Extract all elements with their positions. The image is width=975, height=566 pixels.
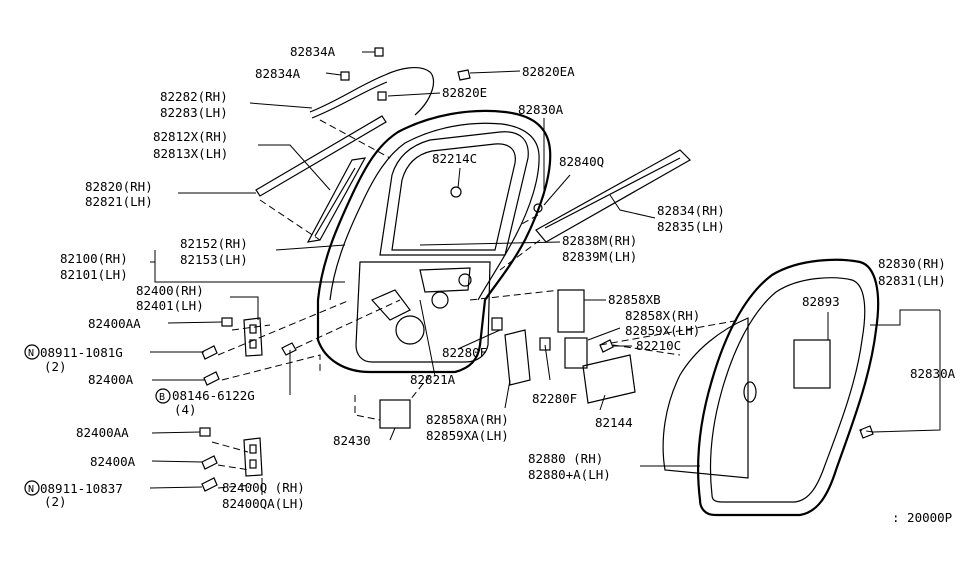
b-marker: B bbox=[159, 392, 165, 403]
label-82214c: 82214C bbox=[432, 151, 477, 166]
label-08146-6122g: 08146-6122G bbox=[172, 388, 255, 403]
n-marker-circle-bottom bbox=[24, 480, 40, 496]
label-08911-10837-qty: (2) bbox=[44, 494, 67, 509]
label-82834a-top: 82834A bbox=[290, 44, 336, 59]
label-82834-rh: 82834(RH) bbox=[657, 203, 725, 218]
label-82835-lh: 82835(LH) bbox=[657, 219, 725, 234]
bolts bbox=[199, 47, 874, 492]
label-08911-1081g-qty: (2) bbox=[44, 359, 67, 374]
label-82400aa-bot: 82400AA bbox=[76, 425, 129, 440]
label-82820: 82820(RH) bbox=[85, 179, 153, 194]
label-82830a-top: 82830A bbox=[518, 102, 564, 117]
n-marker-circle bbox=[24, 344, 40, 360]
label-82820ea: 82820EA bbox=[522, 64, 575, 79]
trim-backing bbox=[662, 317, 749, 479]
label-82813x: 82813X(LH) bbox=[153, 146, 228, 161]
label-82858x-rh: 82858X(RH) bbox=[625, 308, 700, 323]
hinge-lower bbox=[243, 437, 263, 477]
label-82821: 82821(LH) bbox=[85, 194, 153, 209]
label-82400a-top: 82400A bbox=[88, 372, 134, 387]
brackets bbox=[379, 289, 636, 429]
label-82830-rh: 82830(RH) bbox=[878, 256, 946, 271]
label-82400qa: 82400QA(LH) bbox=[222, 496, 305, 511]
weatherstrip-top bbox=[309, 66, 435, 119]
diagram-reference: : 20000P bbox=[892, 510, 952, 525]
label-82859xa-lh: 82859XA(LH) bbox=[426, 428, 509, 443]
label-82893: 82893 bbox=[802, 294, 840, 309]
label-82858xa-rh: 82858XA(RH) bbox=[426, 412, 509, 427]
circled-markers: N B N bbox=[24, 344, 171, 496]
label-82210c: 82210C bbox=[636, 338, 681, 353]
label-82283: 82283(LH) bbox=[160, 105, 228, 120]
label-82838m: 82838M(RH) bbox=[562, 233, 637, 248]
label-82401-lh: 82401(LH) bbox=[136, 298, 204, 313]
n-marker-top: N bbox=[28, 348, 34, 359]
label-82400q: 82400Q (RH) bbox=[222, 480, 305, 495]
label-82858xb: 82858XB bbox=[608, 292, 661, 307]
label-82880-rh: 82880 (RH) bbox=[528, 451, 603, 466]
label-82820e: 82820E bbox=[442, 85, 487, 100]
label-82840q: 82840Q bbox=[559, 154, 604, 169]
label-08911-1081g: 08911-1081G bbox=[40, 345, 123, 360]
label-82101: 82101(LH) bbox=[60, 267, 128, 282]
label-82812x: 82812X(RH) bbox=[153, 129, 228, 144]
leader-lines bbox=[149, 51, 941, 495]
label-82280f-top: 82280F bbox=[442, 345, 487, 360]
label-82280f-bot: 82280F bbox=[532, 391, 577, 406]
label-82834a-mid: 82834A bbox=[255, 66, 301, 81]
label-82859x-lh: 82859X(LH) bbox=[625, 323, 700, 338]
door-shell bbox=[316, 109, 552, 374]
trim-board bbox=[696, 258, 880, 517]
label-08911-10837: 08911-10837 bbox=[40, 481, 123, 496]
label-82880a-lh: 82880+A(LH) bbox=[528, 467, 611, 482]
label-82100: 82100(RH) bbox=[60, 251, 128, 266]
label-82152: 82152(RH) bbox=[180, 236, 248, 251]
hinge-upper bbox=[243, 317, 263, 357]
label-82144: 82144 bbox=[595, 415, 633, 430]
callouts: 82834A 82834A 82820EA 82282(RH) 82283(LH… bbox=[40, 44, 956, 525]
label-82400a-bot: 82400A bbox=[90, 454, 136, 469]
label-82430: 82430 bbox=[333, 433, 371, 448]
label-08146-qty: (4) bbox=[174, 402, 197, 417]
label-82821a: 82821A bbox=[410, 372, 456, 387]
guide-lines bbox=[211, 119, 874, 489]
b-marker-circle bbox=[155, 388, 171, 404]
outer-molding bbox=[535, 149, 691, 243]
n-marker-bottom: N bbox=[28, 484, 34, 495]
label-82282: 82282(RH) bbox=[160, 89, 228, 104]
label-82830a-right: 82830A bbox=[910, 366, 956, 381]
label-82400-rh: 82400(RH) bbox=[136, 283, 204, 298]
sash-strip bbox=[255, 115, 387, 197]
label-82831-lh: 82831(LH) bbox=[878, 273, 946, 288]
label-82839m: 82839M(LH) bbox=[562, 249, 637, 264]
label-82400aa-top: 82400AA bbox=[88, 316, 141, 331]
label-82153: 82153(LH) bbox=[180, 252, 248, 267]
